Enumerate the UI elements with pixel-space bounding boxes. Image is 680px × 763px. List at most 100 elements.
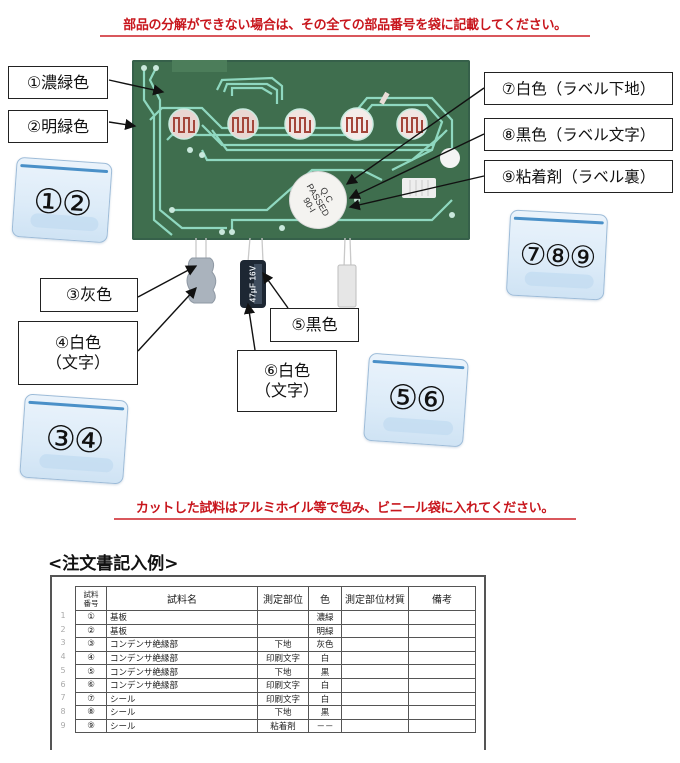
cell-measure-part: 下地: [257, 705, 309, 720]
cell-remarks: [408, 650, 476, 666]
cell-remarks: [408, 610, 476, 625]
cell-remarks: [408, 691, 476, 707]
label-white-sticker-base: ⑦白色（ラベル下地）: [484, 72, 673, 105]
notice-wrap-samples: カットした試料はアルミホイル等で包み、ビニール袋に入れてください。: [114, 501, 576, 520]
cell-color: 濃緑: [308, 610, 342, 625]
cell-measure-part: [257, 610, 309, 625]
cell-measure-part: 印刷文字: [257, 691, 309, 707]
label-black-sticker-text: ⑧黒色（ラベル文字）: [484, 118, 673, 151]
order-example-title: <注文書記入例>: [48, 554, 179, 574]
grey-inductor: [186, 257, 217, 304]
cell-sample-no: ⑤: [75, 664, 107, 679]
header-color: 色: [308, 586, 342, 611]
sample-bag-7-8-9: ⑦⑧⑨: [505, 209, 609, 301]
cell-sample-no: ⑧: [75, 705, 107, 720]
header-text: 番号: [83, 598, 99, 608]
row-number: 4: [60, 652, 66, 662]
label-line: ⑥白色: [263, 361, 311, 380]
cell-material: [341, 664, 409, 679]
row-number: 9: [60, 720, 66, 730]
cell-sample-name: コンデンサ絶縁部: [106, 637, 258, 652]
label-line: （文字）: [45, 353, 110, 372]
bag-numbers: ③④: [44, 418, 104, 462]
cell-sample-name: コンデンサ絶縁部: [106, 677, 258, 693]
cell-sample-name: 基板: [106, 623, 258, 639]
cell-sample-name: コンデンサ絶縁部: [106, 664, 258, 679]
cell-remarks: [408, 664, 476, 679]
cell-color: 白: [308, 677, 342, 693]
cell-color: 黒: [308, 705, 342, 720]
bag-zipper: [20, 164, 109, 174]
label-sticker-adhesive: ⑨粘着剤（ラベル裏）: [484, 160, 673, 193]
pcb-board-photo: Q.C PASSED 90-I: [132, 60, 470, 240]
label-line: ④白色: [54, 333, 102, 352]
bag-zipper: [28, 400, 125, 411]
cell-remarks: [408, 637, 476, 652]
cell-material: [341, 623, 409, 639]
label-dark-green: ①濃緑色: [8, 66, 108, 99]
sample-bag-3-4: ③④: [19, 393, 129, 485]
cell-sample-name: シール: [106, 691, 258, 707]
cell-sample-no: ①: [75, 610, 107, 625]
bag-zipper: [513, 216, 604, 225]
bag-numbers: ⑦⑧⑨: [518, 237, 596, 276]
row-number: 8: [60, 706, 66, 716]
cell-measure-part: 下地: [257, 664, 309, 679]
sample-bag-1-2: ①②: [11, 156, 113, 244]
row-number: 1: [60, 611, 66, 620]
cell-measure-part: 粘着剤: [257, 718, 309, 734]
row-number: 6: [60, 679, 66, 689]
capacitor-stripe: [254, 264, 262, 304]
bag-zipper: [372, 359, 465, 370]
cell-sample-no: ⑨: [75, 718, 107, 734]
cell-measure-part: 印刷文字: [257, 677, 309, 693]
cell-color: －－: [308, 718, 342, 734]
crystal-oscillator: [337, 264, 357, 308]
cell-sample-no: ⑥: [75, 677, 107, 693]
cell-color: 白: [308, 650, 342, 666]
label-black: ⑤黒色: [270, 308, 359, 342]
label-line: （文字）: [254, 381, 319, 400]
header-material: 測定部位材質: [341, 586, 409, 611]
label-light-green: ②明緑色: [8, 110, 108, 143]
cell-sample-name: コンデンサ絶縁部: [106, 650, 258, 666]
cell-color: 灰色: [308, 637, 342, 652]
row-number: 5: [60, 665, 66, 675]
label-white-text-inductor: ④白色 （文字）: [18, 321, 138, 385]
row-number: 2: [60, 624, 66, 634]
cell-color: 白: [308, 691, 342, 707]
label-white-text-capacitor: ⑥白色 （文字）: [237, 350, 337, 412]
order-form-frame: [50, 575, 486, 750]
black-capacitor: 47μF 16V: [240, 260, 266, 308]
cell-sample-no: ②: [75, 623, 107, 639]
cell-color: 黒: [308, 664, 342, 679]
header-sample-no: 試料 番号: [75, 586, 107, 611]
row-number: 7: [60, 693, 66, 703]
cell-remarks: [408, 623, 476, 639]
cell-material: [341, 691, 409, 707]
sample-bag-5-6: ⑤⑥: [363, 352, 469, 448]
bag-numbers: ⑤⑥: [386, 377, 446, 421]
table-header-row: 試料 番号 試料名 測定部位 色 測定部位材質 備考: [75, 586, 476, 611]
cell-remarks: [408, 677, 476, 693]
header-sample-name: 試料名: [106, 586, 258, 611]
cell-sample-no: ⑦: [75, 691, 107, 707]
cell-remarks: [408, 705, 476, 720]
cell-material: [341, 705, 409, 720]
cell-material: [341, 650, 409, 666]
cell-sample-name: シール: [106, 705, 258, 720]
cell-sample-name: シール: [106, 718, 258, 734]
header-remarks: 備考: [408, 586, 476, 611]
label-grey: ③灰色: [40, 278, 138, 312]
cell-color: 明緑: [308, 623, 342, 639]
header-text: 試料: [83, 589, 99, 599]
